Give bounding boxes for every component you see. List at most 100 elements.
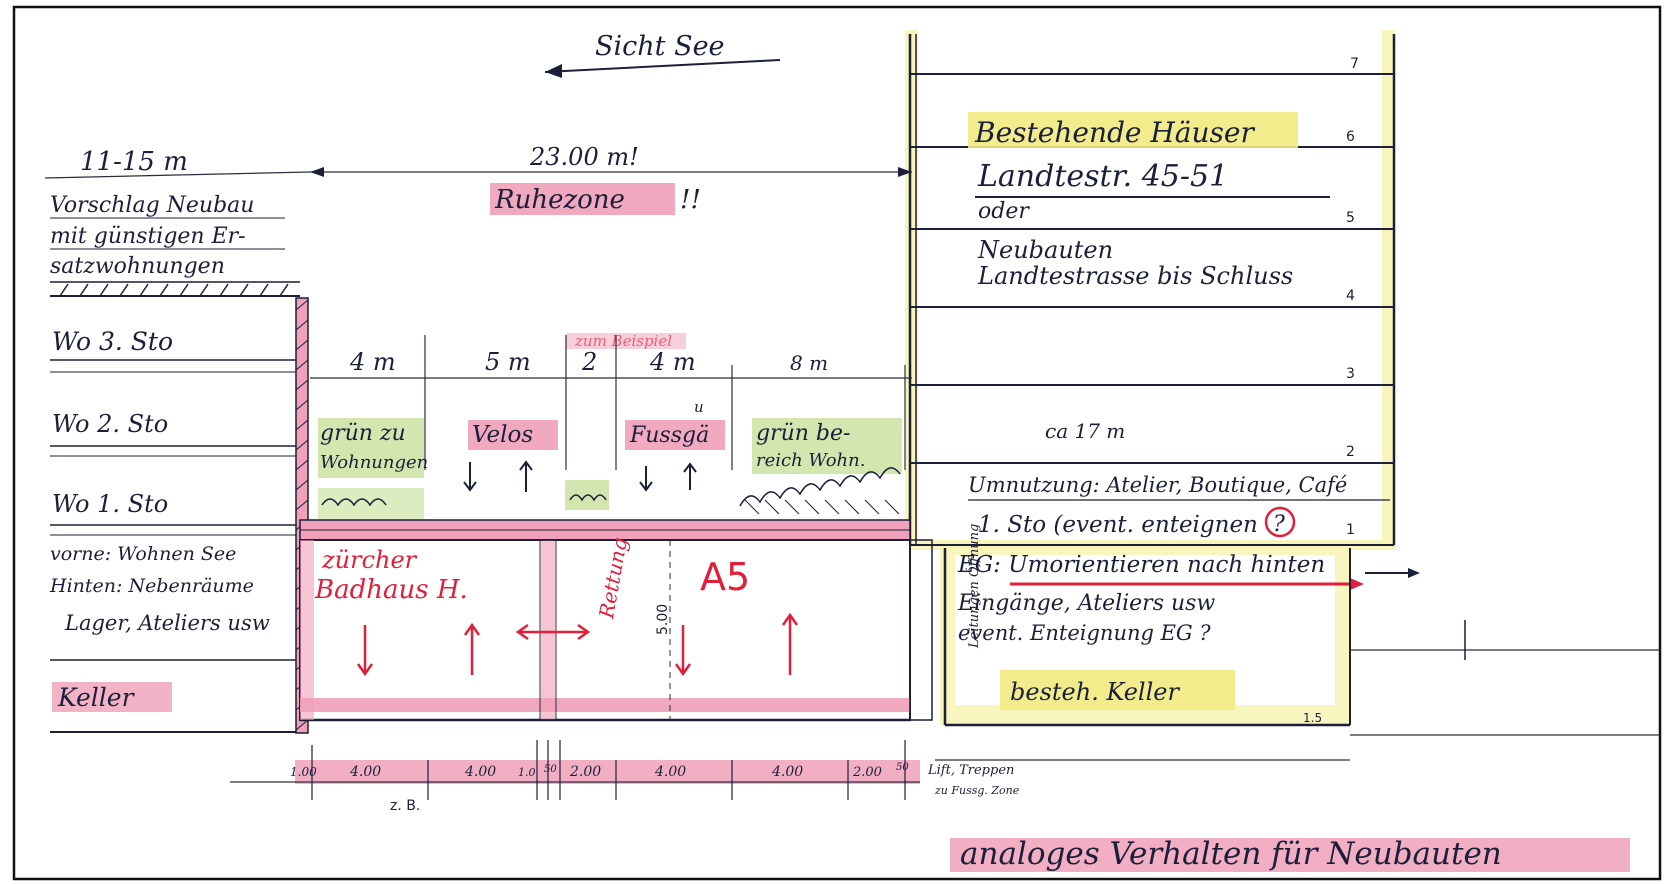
- sight-arrow-line: [544, 59, 781, 73]
- first-floor-question: ?: [1273, 512, 1285, 537]
- dim-6: 2.00: [569, 764, 601, 780]
- bottom-dims-highlight: [295, 760, 920, 784]
- dim-10: 50: [896, 762, 909, 773]
- segment-width-1: 4 m: [349, 348, 396, 376]
- green-shrubs-right: [739, 467, 901, 507]
- floor-3-label: Wo 3. Sto: [52, 327, 173, 356]
- dim-tick-left: [310, 167, 324, 177]
- cellar-mark: 1.5: [1303, 711, 1322, 725]
- depth-label: ca 17 m: [1045, 419, 1125, 443]
- ground-line-3: Lager, Ateliers usw: [64, 611, 270, 635]
- footer-label: analoges Verhalten für Neubauten: [960, 836, 1502, 872]
- green-shrubs-mid: [569, 494, 607, 502]
- floor-number-3: 3: [1346, 366, 1355, 382]
- segment-2-line-1: Velos: [472, 422, 533, 448]
- velos-highlight: [468, 420, 558, 450]
- cellar-left-highlight: [52, 682, 172, 712]
- underground-box: [299, 539, 911, 721]
- ground-line-2: Hinten: Nebenräume: [49, 575, 254, 597]
- eg-line-2: Eingänge, Ateliers usw: [957, 591, 1215, 616]
- dim-4: 1.0: [518, 766, 536, 779]
- eg-black-arrow-head: [1408, 568, 1420, 578]
- sight-arrow-head: [545, 64, 562, 78]
- lift-label: Lift, Treppen: [927, 763, 1014, 778]
- lane-label: A5: [700, 555, 750, 599]
- first-floor-label: 1. Sto (event. enteignen: [978, 512, 1258, 538]
- proposal-line-3: satzwohnungen: [50, 254, 225, 279]
- zone-label: Ruhezone: [494, 185, 625, 215]
- example-highlight: [566, 333, 686, 349]
- segment-4-line-2: u: [694, 398, 704, 416]
- dim-3: 4.00: [464, 764, 496, 780]
- floor-1-label: Wo 1. Sto: [52, 490, 168, 518]
- shrub-hatch: [744, 499, 900, 515]
- roof-hatch: [50, 283, 300, 297]
- floor-number-7: 7: [1350, 56, 1359, 72]
- bath-label-1: zürcher: [321, 546, 418, 574]
- existing-address: Landtestr. 45-51: [977, 159, 1228, 194]
- dim-8: 4.00: [771, 764, 803, 780]
- dim-1: 1.00: [290, 765, 317, 779]
- segment-5-line-2: reich Wohn.: [756, 450, 865, 471]
- cellar-left-label: Keller: [57, 683, 136, 712]
- green-shrubs-left: [321, 498, 387, 507]
- floor-number-1: 1: [1346, 522, 1355, 538]
- existing-cellar-label: besteh. Keller: [1010, 678, 1180, 706]
- green-highlight-1: [318, 418, 424, 478]
- cellar-label-highlight: [1000, 670, 1235, 710]
- segment-width-5: 8 m: [790, 351, 828, 375]
- dim-7: 4.00: [654, 764, 686, 780]
- eg-red-arrow-head: [1350, 578, 1364, 590]
- proposal-line-1: Vorschlag Neubau: [50, 193, 254, 218]
- segment-5-line-1: grün be-: [756, 421, 850, 446]
- red-arrows: [356, 612, 799, 677]
- height-label: 5.00: [655, 604, 671, 635]
- existing-floor-lines: [910, 73, 1394, 546]
- zone-label-mark: !!: [680, 185, 701, 215]
- existing-street: Landtestrasse bis Schluss: [977, 262, 1293, 290]
- bottom-dim-ticks: [311, 740, 906, 800]
- existing-title-highlight: [968, 112, 1298, 148]
- segment-1-line-2: Wohnungen: [320, 452, 428, 473]
- floor-2-label: Wo 2. Sto: [52, 410, 168, 438]
- proposal-line-2: mit günstigen Er-: [50, 224, 246, 249]
- floor-number-5: 5: [1346, 210, 1355, 226]
- eg-line-1: EG: Umorientieren nach hinten: [957, 552, 1325, 578]
- underground-left-wall-highlight: [300, 540, 314, 720]
- width-zone-label: 23.00 m!: [529, 143, 639, 171]
- use-label: Umnutzung: Atelier, Boutique, Café: [968, 473, 1347, 497]
- zone-label-highlight: [490, 183, 675, 215]
- dim-tick-right: [898, 167, 912, 177]
- underground-floor-highlight: [300, 698, 910, 712]
- guide-lines: [935, 620, 1660, 761]
- dim-9: 2.00: [852, 765, 882, 780]
- bath-label-2: Badhaus H.: [314, 575, 468, 605]
- existing-title: Bestehende Häuser: [974, 116, 1255, 149]
- floor-number-2: 2: [1346, 444, 1355, 460]
- floor-number-4: 4: [1346, 288, 1355, 304]
- sight-label: Sicht See: [595, 31, 725, 62]
- floor-number-6: 6: [1346, 129, 1355, 145]
- service-shaft: [909, 539, 933, 721]
- eg-line-3: event. Enteignung EG ?: [958, 621, 1211, 645]
- dim-5: 50: [544, 764, 557, 775]
- underground-divider: [539, 539, 557, 721]
- lift-label-2: zu Fussg. Zone: [934, 784, 1020, 797]
- foot-highlight: [625, 420, 725, 450]
- existing-or: oder: [978, 199, 1030, 224]
- segment-width-2: 5 m: [485, 348, 531, 376]
- width-new-dim-line: [44, 171, 311, 179]
- traffic-arrows: [463, 460, 697, 492]
- existing-new: Neubauten: [977, 236, 1113, 264]
- footer-highlight: [950, 838, 1630, 872]
- segment-width-4: 4 m: [649, 348, 696, 376]
- segment-width-3: 2: [581, 348, 597, 376]
- width-new-label: 11-15 m: [80, 147, 188, 177]
- eb-label: z. B.: [390, 798, 420, 814]
- left-floor-lines: [50, 359, 300, 733]
- green-highlight-3: [752, 418, 902, 474]
- segment-ticks: [424, 335, 906, 470]
- question-circle: [1264, 506, 1296, 538]
- floor-numbers: 7 6 5 4 3 2 1: [1346, 56, 1359, 538]
